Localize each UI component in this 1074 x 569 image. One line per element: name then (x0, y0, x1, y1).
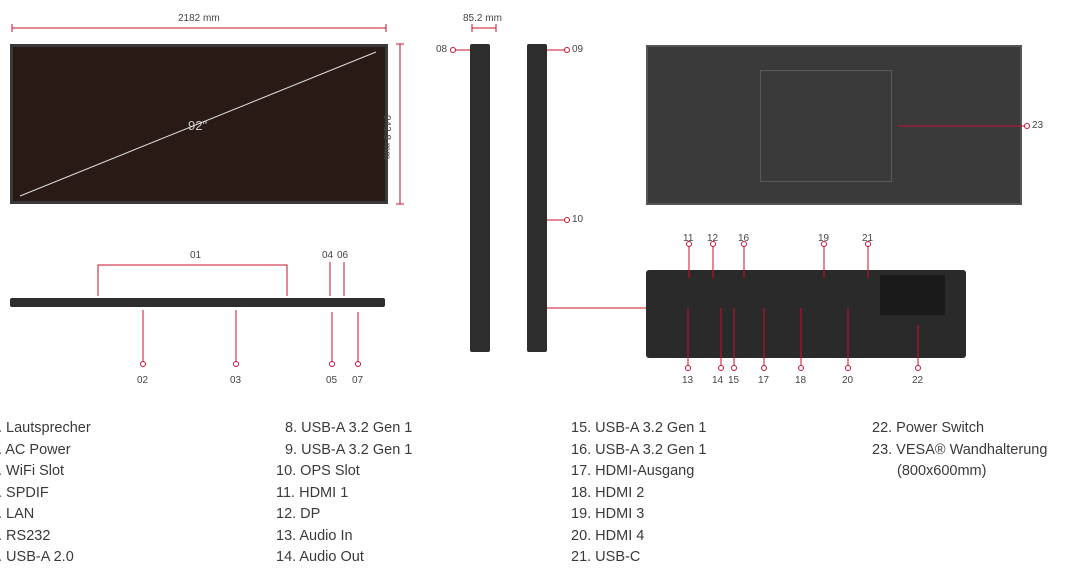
callout-19: 19 (818, 233, 830, 244)
side-view-right (527, 44, 547, 352)
callout-15: 15 (728, 375, 740, 386)
vesa-mount-area (760, 70, 892, 182)
callout-05: 05 (326, 375, 338, 386)
legend-column-4: 22. Power Switch 23. VESA® Wandhalterung… (872, 418, 1047, 483)
callout-14: 14 (712, 375, 724, 386)
width-dimension-label: 2182 mm (178, 13, 220, 24)
callout-17: 17 (758, 375, 770, 386)
legend-item: 20. HDMI 4 (571, 527, 645, 544)
callout-07: 07 (352, 375, 364, 386)
legend-item: 13. Audio In (276, 527, 353, 544)
legend-item: 12. DP (276, 506, 321, 522)
legend-item: (800x600mm) (897, 463, 987, 479)
depth-dimension-label: 85.2 mm (463, 13, 502, 24)
legend-item: 18. HDMI 2 (571, 484, 645, 501)
legend-item: . WiFi Slot (0, 463, 65, 479)
legend-item: . SPDIF (0, 484, 49, 501)
legend-item: 17. HDMI-Ausgang (571, 463, 695, 479)
callout-01: 01 (190, 250, 202, 261)
legend-item: 8. USB-A 3.2 Gen 1 (285, 420, 413, 436)
callout-18: 18 (795, 375, 807, 386)
callout-23: 23 (1032, 120, 1044, 131)
legend-item: 10. OPS Slot (276, 463, 360, 479)
callout-12: 12 (707, 233, 719, 244)
bottom-view (10, 298, 385, 307)
callout-22: 22 (912, 375, 924, 386)
legend-item: 22. Power Switch (872, 420, 985, 436)
legend-item: 16. USB-A 3.2 Gen 1 (571, 441, 707, 458)
callout-04: 04 (322, 250, 334, 261)
legend-item: 14. Audio Out (276, 549, 364, 565)
callout-11: 11 (683, 233, 694, 244)
legend-item: 11. HDMI 1 (276, 484, 349, 501)
legend-item: . AC Power (0, 441, 71, 458)
callout-03: 03 (230, 375, 242, 386)
legend-item: . Lautsprecher (0, 420, 91, 436)
legend-column-1: . Lautsprecher . AC Power . WiFi Slot . … (0, 418, 91, 569)
callout-08: 08 (436, 44, 448, 55)
callout-20: 20 (842, 375, 854, 386)
legend-column-3: 15. USB-A 3.2 Gen 1 16. USB-A 3.2 Gen 1 … (571, 418, 706, 569)
callout-13: 13 (682, 375, 694, 386)
callout-21: 21 (862, 233, 874, 244)
callout-06: 06 (337, 250, 349, 261)
display-back-view (646, 45, 1022, 205)
callout-02: 02 (137, 375, 149, 386)
legend-item: 21. USB-C (571, 549, 641, 565)
legend-item: 15. USB-A 3.2 Gen 1 (571, 420, 707, 436)
legend-column-2: 8. USB-A 3.2 Gen 1 9. USB-A 3.2 Gen 1 10… (276, 418, 412, 569)
side-view-left (470, 44, 490, 352)
callout-09: 09 (572, 44, 584, 55)
legend-item: 9. USB-A 3.2 Gen 1 (285, 441, 413, 458)
legend-item: 19. HDMI 3 (571, 506, 645, 522)
legend-item: 23. VESA® Wandhalterung (872, 441, 1048, 458)
legend-item: . LAN (0, 506, 35, 522)
callout-16: 16 (738, 233, 750, 244)
callout-10: 10 (572, 214, 584, 225)
legend-item: . USB-A 2.0 (0, 549, 74, 565)
power-switch-module (880, 275, 945, 315)
legend-item: . RS232 (0, 527, 51, 544)
